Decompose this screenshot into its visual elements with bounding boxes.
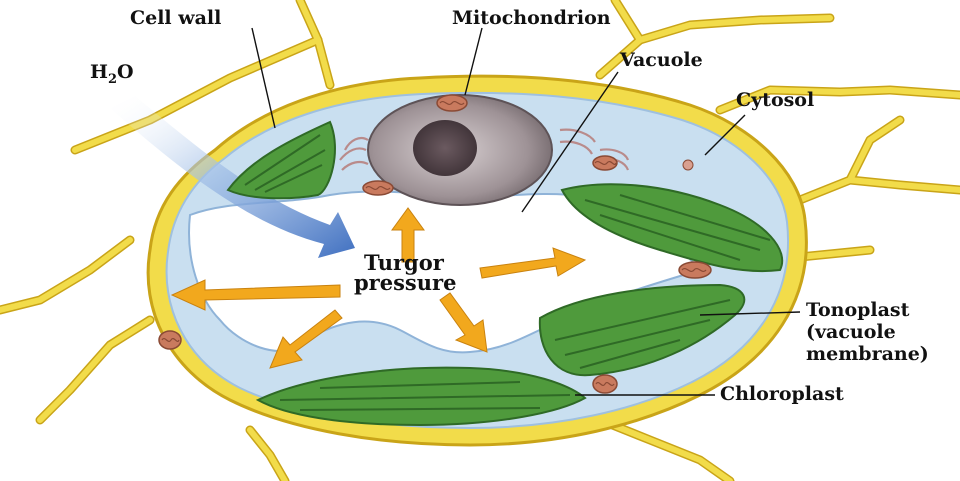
label-tonoplast: Tonoplast: [806, 299, 910, 321]
mitochondrion-top: [437, 95, 467, 111]
label-cell-wall: Cell wall: [130, 7, 221, 29]
mitochondrion-left-upper: [363, 181, 393, 195]
nucleus: [368, 95, 552, 205]
mitochondrion-left-lower: [159, 331, 181, 349]
label-water-subscript: 2: [108, 72, 117, 87]
small-vesicle: [683, 160, 693, 170]
mitochondrion-bottom-right: [593, 375, 617, 393]
label-pressure: pressure: [354, 270, 456, 295]
label-water-o: O: [117, 61, 134, 83]
mitochondrion-right-upper: [593, 156, 617, 170]
label-tonoplast-paren: (vacuole: [806, 321, 896, 343]
label-chloroplast: Chloroplast: [720, 383, 844, 405]
mitochondrion-right-mid: [679, 262, 711, 278]
label-mitochondrion: Mitochondrion: [452, 7, 611, 29]
label-water-h: H: [90, 61, 108, 83]
label-vacuole: Vacuole: [619, 49, 703, 71]
label-cytosol: Cytosol: [736, 89, 814, 111]
label-tonoplast-membrane: membrane): [806, 343, 929, 365]
label-water: H2O: [90, 61, 134, 87]
